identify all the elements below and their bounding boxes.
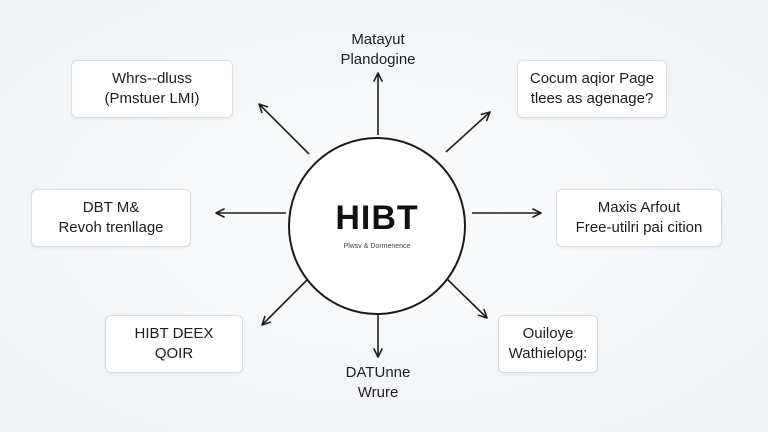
node-bottom-line1: DATUnne — [345, 364, 411, 381]
node-top: Matayut Plandogine — [318, 30, 438, 70]
node-bottom-left: HIBT DEEX QOIR — [105, 315, 243, 373]
node-top-right-line1: Cocum aqior Page — [529, 70, 655, 87]
hub-circle: HIBT Plwsv & Dormenence — [288, 137, 466, 315]
hub-subtitle: Plwsv & Dormenence — [343, 243, 411, 250]
node-top-right-line2: tlees as agenage? — [530, 90, 654, 107]
node-top-line1: Matayut — [351, 31, 405, 48]
arrow-top-left — [258, 103, 310, 155]
hub-title: HIBT — [335, 199, 419, 237]
node-bottom-right: Ouiloye Wathielopg: — [498, 315, 598, 373]
node-right-line1: Maxis Arfout — [597, 199, 681, 216]
node-right-line2: Free-utilri pai cition — [575, 219, 703, 236]
node-bottom-left-line2: QOIR — [154, 345, 194, 362]
node-top-left-line1: Whrs--dluss — [111, 70, 192, 87]
node-right: Maxis Arfout Free-utilri pai cition — [556, 189, 722, 247]
node-bottom-line2: Wrure — [357, 384, 399, 401]
node-left-line2: Revoh trenllage — [58, 219, 164, 236]
node-left: DBT M& Revoh trenllage — [31, 189, 191, 247]
node-bottom-left-line1: HIBT DEEX — [134, 325, 214, 342]
node-left-line1: DBT M& — [82, 199, 140, 216]
arrow-top-right — [445, 111, 491, 153]
node-bottom-right-line2: Wathielopg: — [508, 345, 588, 362]
node-top-left: Whrs--dluss (Pmstuer LMI) — [71, 60, 233, 118]
node-top-right: Cocum aqior Page tlees as agenage? — [517, 60, 667, 118]
node-top-line2: Plandogine — [340, 51, 416, 68]
node-top-left-line2: (Pmstuer LMI) — [104, 90, 200, 107]
node-bottom-right-line1: Ouiloye — [522, 325, 574, 342]
arrow-bottom-right — [445, 277, 488, 319]
arrow-bottom-left — [261, 277, 310, 326]
node-bottom: DATUnne Wrure — [318, 363, 438, 403]
